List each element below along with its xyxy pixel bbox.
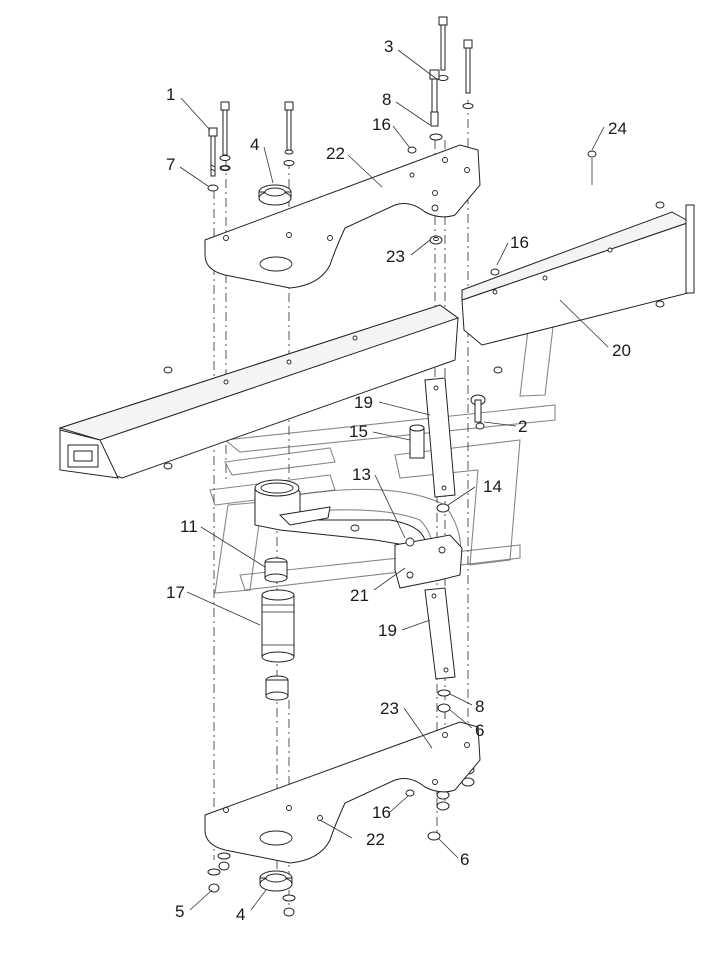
pin-15	[409, 424, 425, 459]
callout-11: 11	[180, 517, 198, 536]
callout-24: 24	[608, 119, 627, 138]
callout-1: 1	[166, 85, 175, 104]
top-bolts	[207, 16, 597, 192]
bracket-13	[254, 479, 426, 546]
callout-6-lower: 6	[460, 850, 469, 869]
callout-19-lower: 19	[378, 621, 397, 640]
nut-16-top	[407, 146, 417, 154]
shaft-17	[261, 589, 295, 663]
callout-4-top: 4	[250, 135, 259, 154]
lever-21	[394, 534, 463, 589]
callout-14: 14	[483, 477, 502, 496]
callout-22-top: 22	[326, 144, 345, 163]
washer-7	[207, 165, 230, 192]
nut-23-top	[429, 235, 443, 245]
bolt-4-top	[283, 101, 295, 166]
callout-13: 13	[352, 465, 371, 484]
callout-23-top: 23	[386, 247, 405, 266]
callout-17: 17	[166, 583, 185, 602]
link-bar-19-lower	[424, 587, 456, 680]
callout-7: 7	[166, 155, 175, 174]
callout-16-right: 16	[510, 233, 529, 252]
link-bar-19-upper	[424, 377, 456, 498]
callout-23-bottom: 23	[380, 699, 399, 718]
callout-15: 15	[349, 422, 368, 441]
nut-14	[436, 503, 450, 513]
bearing-ring-4-bottom	[259, 870, 293, 892]
bushing-lower	[265, 675, 289, 701]
callout-8-bottom: 8	[475, 697, 484, 716]
bolt-1	[208, 127, 218, 177]
callout-16-top: 16	[372, 115, 391, 134]
callout-20: 20	[612, 341, 631, 360]
callout-6-upper: 6	[475, 721, 484, 740]
callout-8-top: 8	[382, 90, 391, 109]
bearing-ring-4-top	[258, 184, 292, 206]
bolt-3	[437, 16, 449, 81]
callout-21: 21	[350, 586, 369, 605]
callout-3: 3	[384, 37, 393, 56]
callout-5: 5	[175, 902, 184, 921]
bolt-1b	[219, 101, 231, 171]
callout-16-bottom: 16	[372, 803, 391, 822]
callout-labels: 1 2 3 4 4 5 6 6 7 8 8 11 13 14 15 16 16 …	[166, 37, 631, 924]
pin-24	[587, 150, 597, 158]
callout-22-bottom: 22	[366, 830, 385, 849]
left-beam	[58, 304, 460, 479]
callout-2: 2	[518, 417, 527, 436]
leader-lines	[179, 49, 609, 911]
bolt-8	[429, 69, 443, 141]
callout-19-upper: 19	[354, 393, 373, 412]
bolt-3b	[462, 39, 474, 109]
bushing-11	[264, 557, 288, 583]
right-beam-20	[461, 201, 695, 374]
top-plate-22	[204, 144, 481, 289]
bolt-2	[470, 394, 486, 430]
callout-4-bottom: 4	[236, 905, 245, 924]
bottom-plate-22	[204, 721, 481, 864]
